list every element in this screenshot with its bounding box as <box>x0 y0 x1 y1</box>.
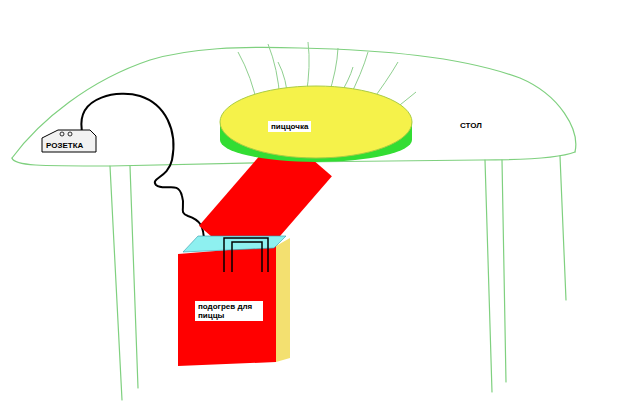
heater-coil <box>224 238 268 272</box>
socket-hole <box>68 132 72 136</box>
socket-body <box>42 130 96 152</box>
pizza-top <box>220 86 412 158</box>
node-label: подогрев для пиццы <box>195 301 263 321</box>
socket-box: РОЗЕТКА <box>40 128 98 154</box>
pizza-shape <box>218 82 414 162</box>
table-leg <box>560 156 566 300</box>
heater-shape <box>176 232 292 368</box>
table-leg <box>110 166 138 400</box>
socket-hole <box>60 132 64 136</box>
node-label: пиццочка <box>268 121 311 132</box>
heat-duct <box>225 154 306 248</box>
table-top <box>12 47 576 158</box>
heater-side <box>276 238 290 362</box>
heater-box: подогрев для пиццы <box>176 232 292 368</box>
node-label: РОЗЕТКА <box>46 141 83 150</box>
table-leg <box>485 160 506 392</box>
table-label: СТОЛ <box>460 121 482 130</box>
power-cord <box>81 94 204 242</box>
pizza-disk: пиццочка <box>218 82 414 162</box>
